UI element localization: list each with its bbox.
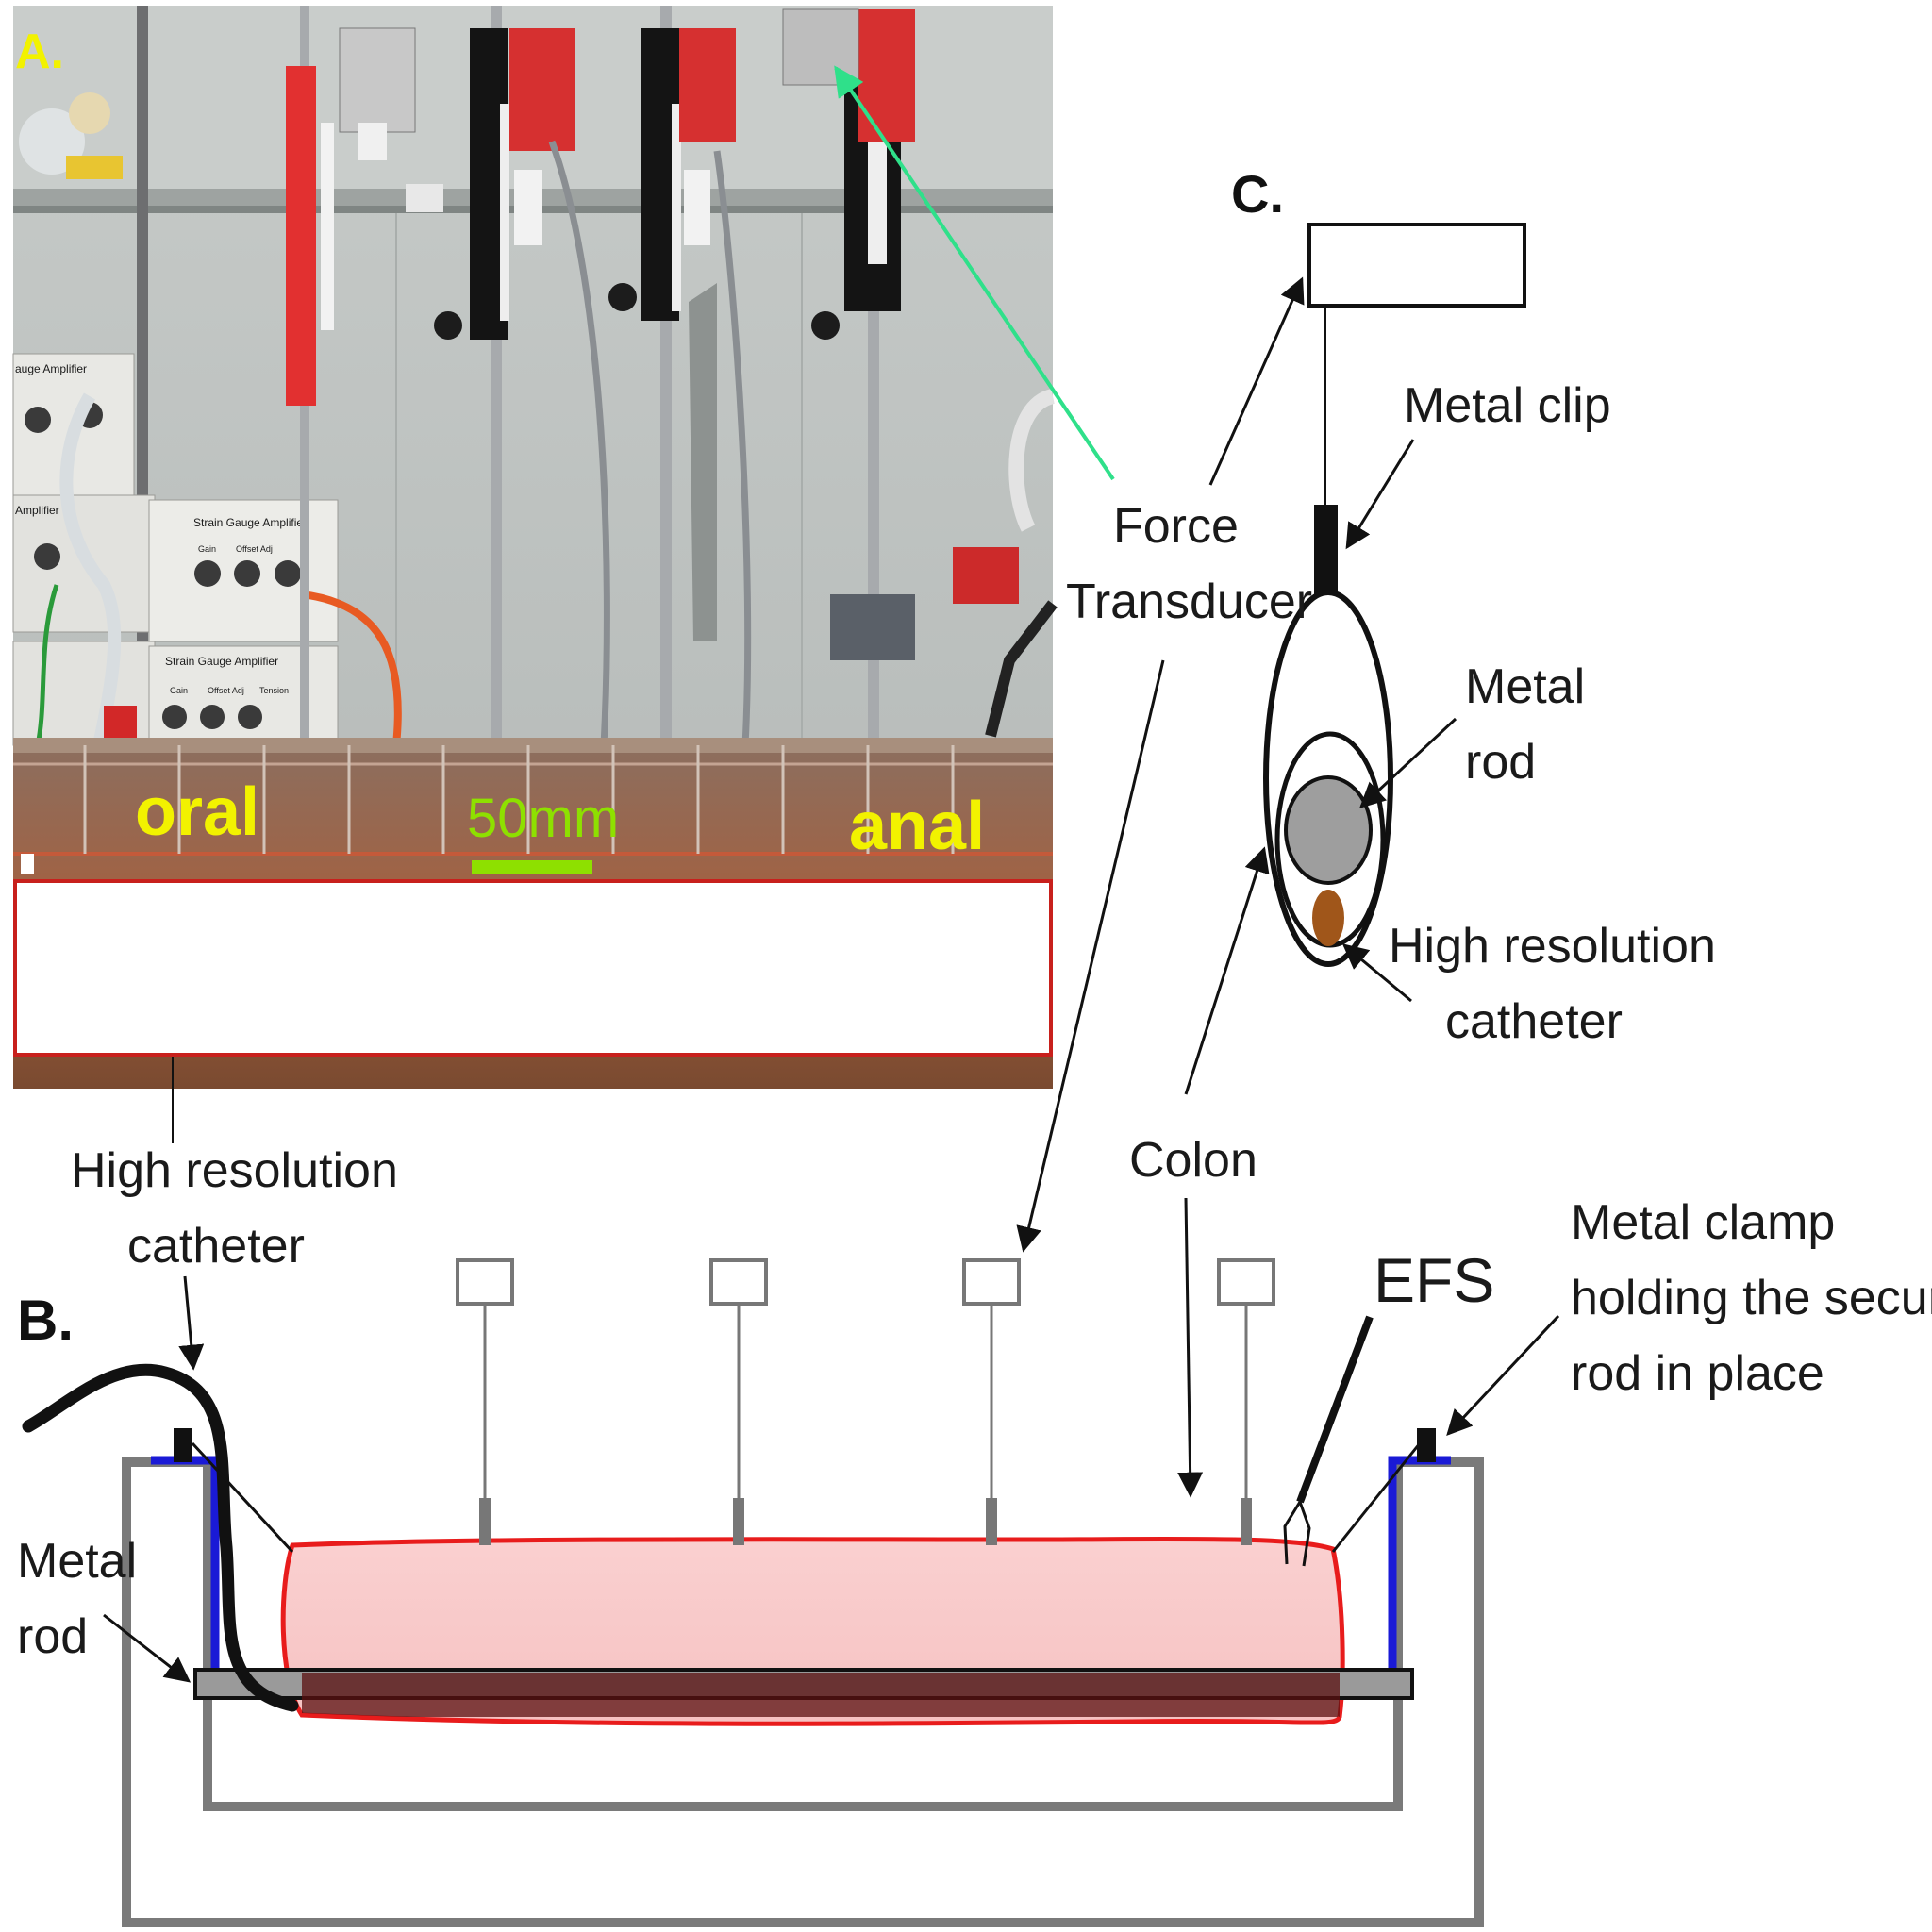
force-transducer-2 [709,1258,768,1306]
svg-text:Tension: Tension [259,686,289,695]
transducers-b [456,1258,1275,1545]
oral-label: oral [135,774,259,850]
svg-text:Strain Gauge Amplifier: Strain Gauge Amplifier [193,516,307,529]
arrow-catheter-b [178,1275,205,1371]
panel-label-a: A. [15,25,64,79]
catheter-b [22,1363,299,1712]
strain-gauge-amplifiers: auge Amplifier Amplifier Strain Gauge Am… [12,353,402,751]
scale-bar-label: 50mm [467,788,619,849]
label-transducer: Transducer [1066,575,1312,629]
catheter-cross-section [1312,890,1344,946]
shared-labels: Force Transducer Colon High resolution c… [71,499,1312,1498]
label-catheter-b-1: High resolution [71,1143,398,1198]
photo-catheter-box [13,879,1053,1057]
force-transducer-1 [456,1258,514,1306]
label-clamp-2: holding the securing [1571,1271,1932,1325]
svg-text:Strain Gauge Amplifier: Strain Gauge Amplifier [165,655,278,668]
label-metal-rod-c-1: Metal [1465,659,1585,714]
label-catheter-c-1: High resolution [1389,919,1716,974]
force-transducer-4 [1217,1258,1275,1306]
label-metal-clip: Metal clip [1404,378,1611,433]
force-transducer-box-c [1307,223,1526,308]
panel-b-side-view: B. [17,1195,1932,1927]
svg-text:Gain: Gain [198,544,216,554]
panel-a-photo: auge Amplifier Amplifier Strain Gauge Am… [12,6,1115,1089]
svg-text:Amplifier: Amplifier [15,504,59,517]
arrow-clamp [1446,1314,1560,1436]
metal-rod-c [1284,775,1373,885]
arrow-metal-clip [1345,439,1415,550]
label-catheter-c-2: catheter [1445,994,1623,1049]
svg-text:Offset Adj: Offset Adj [208,686,244,695]
arrow-catheter-c [1341,943,1412,1003]
label-clamp-1: Metal clamp [1571,1195,1835,1250]
anal-label: anal [849,789,985,864]
label-colon: Colon [1129,1133,1257,1188]
photo-organ-bath [13,738,1053,1089]
colon-bottom-shadow [302,1673,1340,1717]
efs-electrode [1283,1315,1374,1567]
label-clamp-3: rod in place [1571,1346,1824,1401]
svg-text:Gain: Gain [170,686,188,695]
label-catheter-b-2: catheter [127,1219,305,1274]
force-transducer-3 [962,1258,1021,1306]
arrow-colon-b [1177,1197,1204,1498]
photo-transducer-arrow [834,65,1115,481]
label-force: Force [1113,499,1239,554]
panel-label-c: C. [1231,164,1284,224]
arrow-metal-rod-b [103,1613,192,1683]
metal-clip-c [1314,505,1338,594]
svg-text:Offset Adj: Offset Adj [236,544,273,554]
panel-label-b: B. [17,1289,74,1352]
svg-text:auge Amplifier: auge Amplifier [15,362,87,375]
label-metal-rod-c-2: rod [1465,735,1536,790]
arrow-force-transducer-b [1016,659,1165,1253]
photo-stands [286,6,1058,751]
scale-bar [472,860,592,874]
label-metal-rod-b-1: Metal [17,1534,137,1589]
clamp-left [151,1456,220,1672]
label-efs: EFS [1374,1245,1494,1315]
label-metal-rod-b-2: rod [17,1609,88,1664]
arrow-colon-c [1184,846,1270,1095]
arrow-metal-rod-c [1359,717,1457,808]
panel-c-cross-section: C. Metal clip Metal rod High resolution … [1184,164,1716,1095]
arrow-force-transducer-c [1208,276,1305,486]
